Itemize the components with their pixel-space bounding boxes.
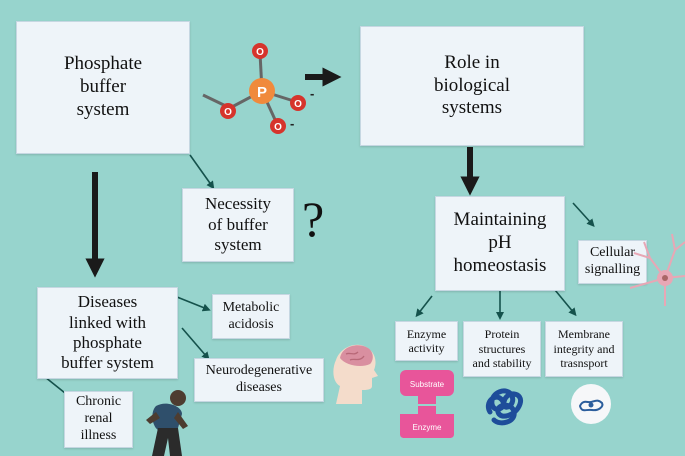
node-membrane-integrity: Membrane integrity and trasnsport xyxy=(545,321,623,377)
arrow-maintaining-to-signalling xyxy=(572,202,595,227)
arrow-diseases-to-metabolic xyxy=(176,296,211,312)
node-role-in-biological-systems: Role in biological systems xyxy=(360,26,584,146)
charge-label-right: - xyxy=(310,86,314,101)
node-chronic-renal-illness: Chronic renal illness xyxy=(64,391,133,448)
node-neurodegenerative-diseases: Neurodegenerative diseases xyxy=(194,358,324,402)
node-enzyme-activity: Enzyme activity xyxy=(395,321,458,361)
node-protein-structures: Protein structures and stability xyxy=(463,321,541,377)
arrow-buffer-to-necessity xyxy=(189,154,215,190)
phosphorus-label: P xyxy=(257,84,267,101)
node-diseases-linked: Diseases linked with phosphate buffer sy… xyxy=(37,287,178,379)
enzyme-label: Enzyme xyxy=(413,423,442,432)
substrate-enzyme-icon: Substrate Enzyme xyxy=(400,370,454,438)
protein-coil-icon xyxy=(486,388,524,426)
arrow-diseases-to-neurodegenerative xyxy=(181,327,210,361)
phosphate-molecule-icon: P O O O O - - xyxy=(202,43,314,134)
node-maintaining-ph-homeostasis: Maintaining pH homeostasis xyxy=(435,196,565,291)
charge-label-bottom: - xyxy=(290,116,294,131)
membrane-icon xyxy=(571,384,611,424)
question-mark: ? xyxy=(302,191,325,247)
neuron-icon xyxy=(629,233,685,306)
node-phosphate-buffer-system: Phosphate buffer system xyxy=(16,21,190,154)
node-metabolic-acidosis: Metabolic acidosis xyxy=(212,294,290,339)
person-back-pain-icon xyxy=(146,390,188,456)
head-brain-icon xyxy=(333,344,378,404)
oxygen-label-top: O xyxy=(256,47,264,58)
oxygen-label-bottom: O xyxy=(274,122,282,133)
node-cellular-signalling: Cellular signalling xyxy=(578,240,647,284)
node-necessity-of-buffer-system: Necessity of buffer system xyxy=(182,188,294,262)
substrate-label: Substrate xyxy=(410,380,445,389)
arrow-maintaining-to-enzyme xyxy=(415,295,433,318)
oxygen-label-left: O xyxy=(224,107,232,118)
oxygen-label-right: O xyxy=(294,99,302,110)
arrow-maintaining-to-membrane xyxy=(554,289,577,317)
